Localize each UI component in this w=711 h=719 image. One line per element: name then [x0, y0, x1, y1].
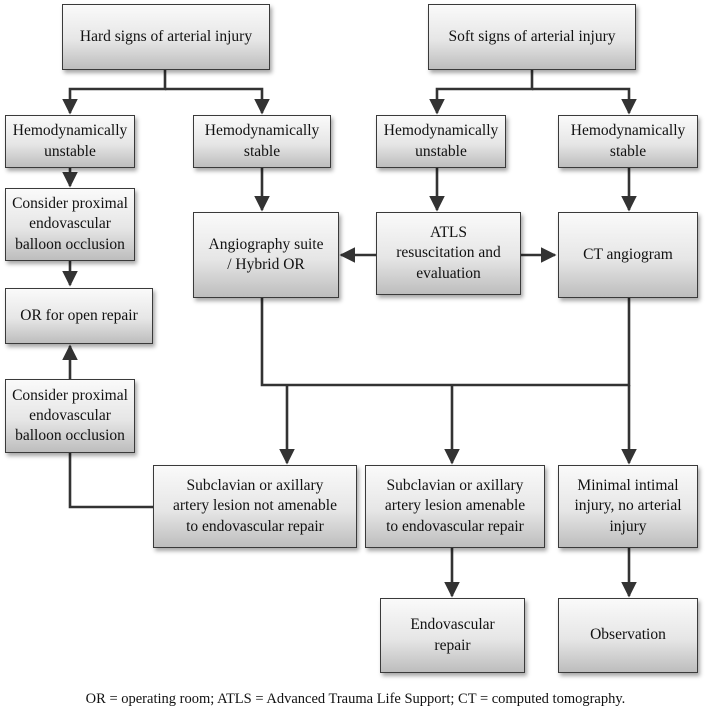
caption: OR = operating room; ATLS = Advanced Tra… — [85, 691, 626, 707]
connector-hard-to-stable — [165, 87, 270, 115]
observation-box: Observation — [558, 598, 698, 673]
lesion-amenable-box: Subclavian or axillary artery lesion ame… — [365, 465, 545, 548]
hard-signs-box: Hard signs of arterial injury — [62, 4, 270, 70]
lesion-not-amenable-box: Subclavian or axillary artery lesion not… — [153, 465, 357, 548]
soft-stable-box: Hemodynamically stable — [558, 115, 698, 168]
balloon-occlusion-bottom-box: Consider proximal endovascular balloon o… — [5, 379, 135, 453]
connector-soft-split — [429, 70, 534, 115]
or-open-repair-box: OR for open repair — [5, 288, 153, 344]
soft-unstable-box: Hemodynamically unstable — [376, 115, 506, 168]
hard-unstable-box: Hemodynamically unstable — [5, 115, 135, 168]
atls-box: ATLS resuscitation and evaluation — [376, 212, 521, 295]
hard-stable-box: Hemodynamically stable — [193, 115, 331, 168]
endovascular-repair-box: Endovascular repair — [380, 598, 525, 673]
minimal-injury-box: Minimal intimal injury, no arterial inju… — [558, 465, 698, 548]
connector-not-amenable-to-or — [68, 453, 153, 509]
connector-soft-to-stable — [532, 87, 637, 115]
angiography-suite-box: Angiography suite / Hybrid OR — [193, 212, 339, 298]
ct-angiogram-box: CT angiogram — [558, 212, 698, 298]
connector-hard-split — [62, 70, 167, 115]
soft-signs-box: Soft signs of arterial injury — [428, 4, 636, 70]
balloon-occlusion-top-box: Consider proximal endovascular balloon o… — [5, 188, 135, 261]
connector-angio-down — [260, 298, 631, 387]
